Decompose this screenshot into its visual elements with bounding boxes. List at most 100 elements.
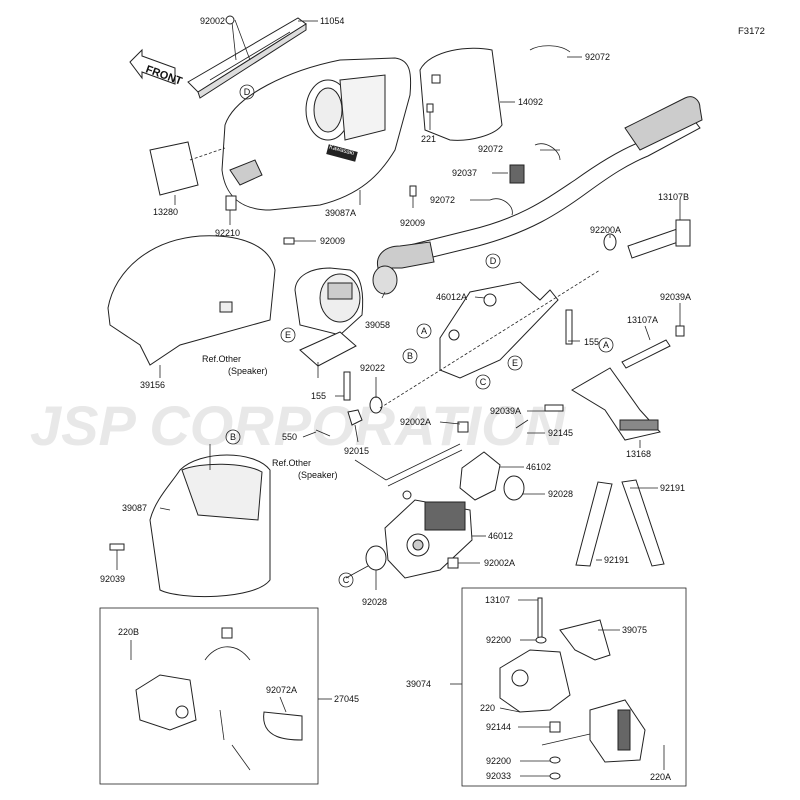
clip-92033 <box>549 772 561 780</box>
label-550: 550 <box>282 432 297 442</box>
callout-D-mid: D <box>485 253 501 269</box>
plate-13280 <box>149 141 199 196</box>
label-92002A-b: 92002A <box>484 558 515 568</box>
label-92072A: 92072A <box>266 685 297 695</box>
upper-cover-39087A: Kawasaki <box>221 57 412 211</box>
label-220B: 220B <box>118 627 139 637</box>
handlebar <box>372 96 703 295</box>
ref-other-label-2: Ref.Other <box>272 458 311 468</box>
label-92009-a: 92009 <box>400 218 425 228</box>
nut-92015 <box>347 409 363 426</box>
bolt-13107B <box>627 219 691 259</box>
callout-B-bottom: B <box>225 429 241 445</box>
screw-icon <box>409 185 417 197</box>
washer-92028-b <box>365 545 387 571</box>
label-92072-top: 92072 <box>585 52 610 62</box>
label-92072-mid: 92072 <box>478 144 503 154</box>
tie-92072-top <box>529 45 571 53</box>
label-92015: 92015 <box>344 446 369 456</box>
part-labels: 92002 11054 92072 14092 221 92072 92037 … <box>100 16 691 782</box>
screw-icon <box>283 237 295 245</box>
screw-icon <box>225 15 235 25</box>
label-27045: 27045 <box>334 694 359 704</box>
sensor-46102 <box>459 451 501 501</box>
ref-other-label-1: Ref.Other <box>202 354 241 364</box>
throttle-46012 <box>384 499 473 579</box>
label-39087A: 39087A <box>325 208 356 218</box>
label-39087: 39087 <box>122 503 147 513</box>
ref-other-sub-1: (Speaker) <box>228 366 268 376</box>
spacer-92144 <box>549 721 561 733</box>
callout-E-right: E <box>507 355 523 371</box>
label-92200A: 92200A <box>590 225 621 235</box>
svg-text:B: B <box>230 432 236 442</box>
svg-text:D: D <box>490 256 497 266</box>
ref-other-sub-2: (Speaker) <box>298 470 338 480</box>
label-46012A: 46012A <box>436 292 467 302</box>
label-92210: 92210 <box>215 228 240 238</box>
label-92191-a: 92191 <box>660 483 685 493</box>
label-39075: 39075 <box>622 625 647 635</box>
bracket-13168 <box>571 367 661 441</box>
label-155-b: 155 <box>311 391 326 401</box>
leader-lines <box>116 19 681 777</box>
callout-A-right: A <box>598 337 614 353</box>
lower-cover-39156 <box>107 235 276 366</box>
label-46102: 46102 <box>526 462 551 472</box>
label-92191-b: 92191 <box>604 555 629 565</box>
bolt-155-b <box>343 371 351 401</box>
screw-icon <box>675 325 685 337</box>
label-39074: 39074 <box>406 679 431 689</box>
callout-C-bottom: C <box>338 572 354 588</box>
meter-gauge <box>294 267 364 367</box>
band-92072A <box>263 711 303 741</box>
label-221: 221 <box>421 134 436 144</box>
watermark: JSP CORPORATION <box>30 394 567 457</box>
holder-92037 <box>509 164 525 184</box>
svg-text:A: A <box>421 326 427 336</box>
cover-39087 <box>149 454 271 598</box>
label-92002A-a: 92002A <box>400 417 431 427</box>
wire <box>385 443 461 481</box>
switch-27045 <box>135 674 197 731</box>
switch-housing-39074 <box>499 649 571 713</box>
front-arrow-icon: FRONT <box>129 48 184 88</box>
switch-220A <box>589 699 646 763</box>
cap-14092 <box>419 47 503 141</box>
harness <box>204 646 251 661</box>
washer-92200A <box>603 233 617 251</box>
svg-text:C: C <box>343 575 350 585</box>
label-92200-a: 92200 <box>486 635 511 645</box>
label-155-a: 155 <box>584 337 599 347</box>
callout-C-mid: C <box>475 374 491 390</box>
rod-92191-a <box>575 481 613 567</box>
label-92072-low: 92072 <box>430 195 455 205</box>
clamp-46012A <box>439 281 559 379</box>
clip-550 <box>315 429 331 437</box>
label-92200-b: 92200 <box>486 756 511 766</box>
label-39156: 39156 <box>140 380 165 390</box>
screw-icon <box>426 103 434 113</box>
svg-text:C: C <box>480 377 487 387</box>
tie-92072-low <box>489 198 513 216</box>
label-13107B: 13107B <box>658 192 689 202</box>
screw-icon <box>447 557 459 569</box>
label-14092: 14092 <box>518 97 543 107</box>
label-92009-b: 92009 <box>320 236 345 246</box>
svg-text:A: A <box>603 340 609 350</box>
box-39074 <box>461 587 687 787</box>
cover-39075 <box>559 619 611 661</box>
callout-D-top: D <box>239 84 255 100</box>
label-13280: 13280 <box>153 207 178 217</box>
washer-92200-b <box>549 756 561 764</box>
label-92022: 92022 <box>360 363 385 373</box>
label-92028-b: 92028 <box>362 597 387 607</box>
rod-92191-b <box>621 479 665 567</box>
screw-92039A <box>544 404 564 412</box>
spring-92145 <box>515 419 529 429</box>
label-92033: 92033 <box>486 771 511 781</box>
label-92028-a: 92028 <box>548 489 573 499</box>
label-220A: 220A <box>650 772 671 782</box>
screw-icon <box>457 421 469 433</box>
label-46012: 46012 <box>488 531 513 541</box>
